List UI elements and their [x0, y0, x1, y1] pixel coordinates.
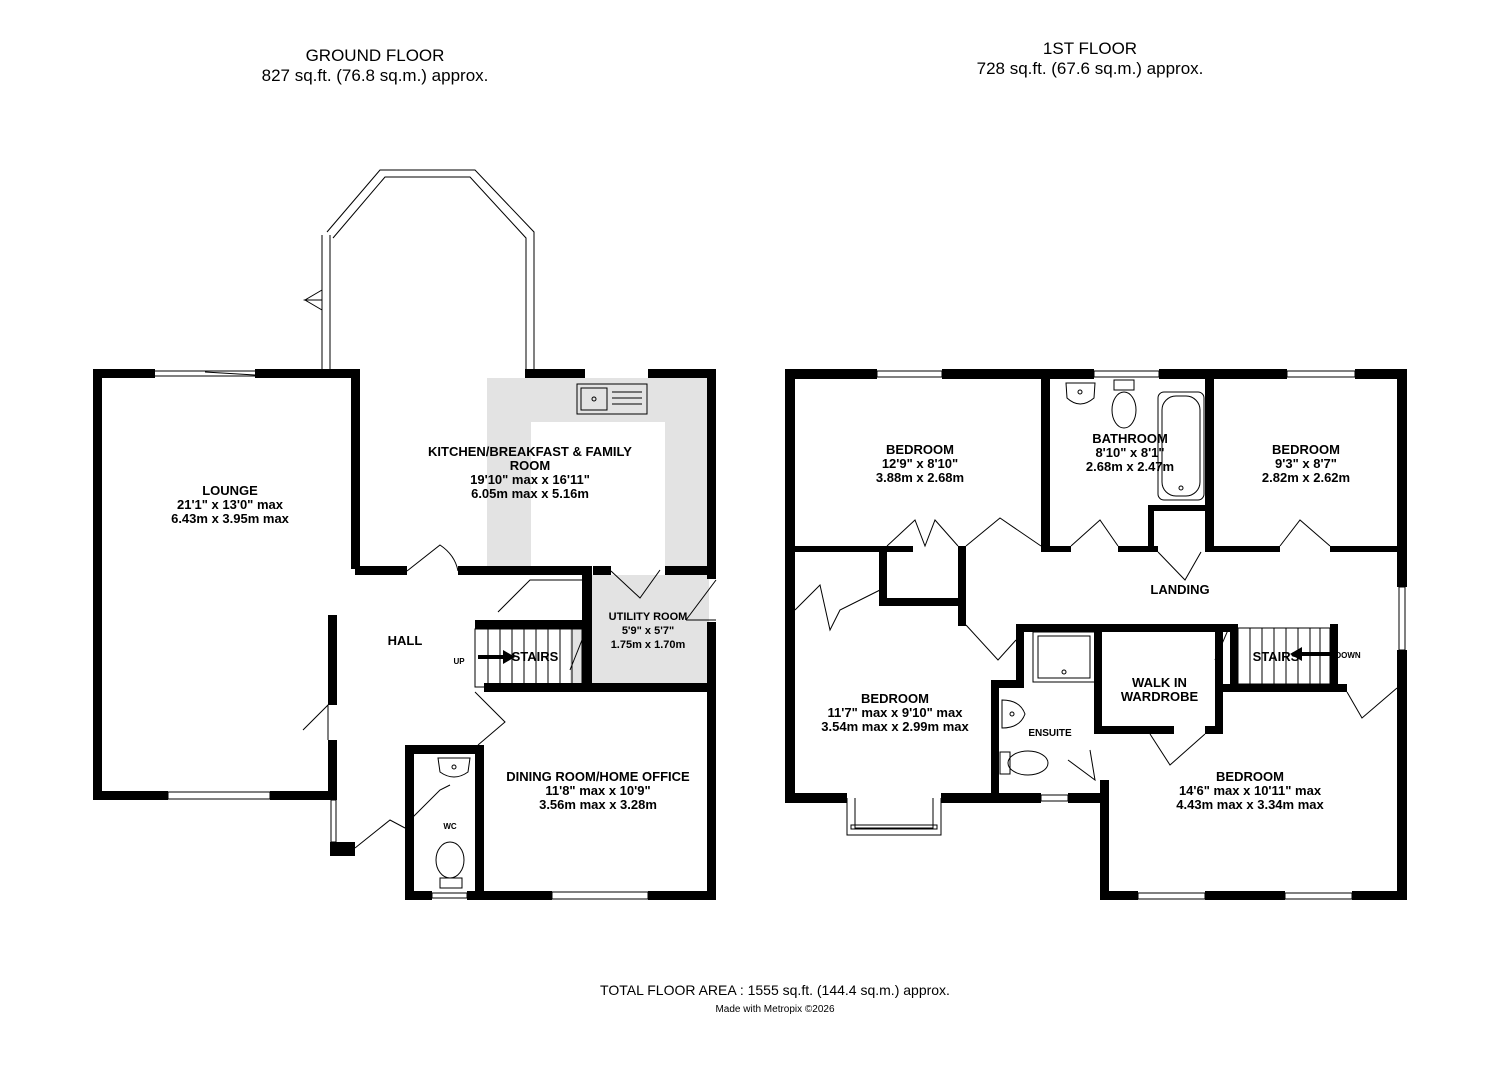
hall-label: HALL — [387, 633, 423, 648]
lounge-label: LOUNGE 21'1" x 13'0" max 6.43m x 3.95m m… — [171, 483, 289, 526]
kitchen-label: KITCHEN/BREAKFAST & FAMILY ROOM 19'10" m… — [428, 444, 632, 501]
bathroom-label: BATHROOM 8'10" x 8'1" 2.68m x 2.47m — [1085, 431, 1175, 474]
first-floor-title: 1ST FLOOR — [1042, 39, 1138, 58]
stairs-arrow-up — [478, 650, 515, 664]
walkin-wardrobe-label: WALK IN WARDROBE — [1120, 675, 1199, 704]
ground-floor-area: 827 sq.ft. (76.8 sq.m.) approx. — [261, 66, 489, 85]
ground-floor-header: GROUND FLOOR 827 sq.ft. (76.8 sq.m.) app… — [240, 46, 510, 86]
bedroom-c-label: BEDROOM 11'7" max x 9'10" max 3.54m max … — [821, 691, 969, 734]
stairs-arrow-down — [1290, 647, 1330, 661]
first-stairs-label: STAIRS — [1252, 649, 1300, 664]
utility-label: UTILITY ROOM 5'9" x 5'7" 1.75m x 1.70m — [608, 611, 688, 651]
ground-floor-fittings — [155, 169, 717, 900]
first-floor-walls — [785, 369, 1407, 900]
ground-stairs-label: STAIRS — [511, 649, 559, 664]
stairs-down-label: DOWN — [1335, 651, 1361, 660]
ensuite-label: ENSUITE — [1028, 728, 1072, 739]
bedroom-b-label: BEDROOM 9'3" x 8'7" 2.82m x 2.62m — [1261, 442, 1351, 485]
ground-floor-title: GROUND FLOOR — [305, 46, 445, 65]
dining-label: DINING ROOM/HOME OFFICE 11'8" max x 10'9… — [506, 769, 690, 812]
total-floor-area: TOTAL FLOOR AREA : 1555 sq.ft. (144.4 sq… — [600, 982, 950, 998]
landing-label: LANDING — [1150, 582, 1210, 597]
bedroom-d-label: BEDROOM 14'6" max x 10'11" max 4.43m max… — [1176, 769, 1324, 812]
first-floor-header: 1ST FLOOR 728 sq.ft. (67.6 sq.m.) approx… — [950, 39, 1230, 79]
first-floor-fittings — [794, 370, 1406, 900]
stairs-up-label: UP — [453, 657, 465, 666]
first-floor-area: 728 sq.ft. (67.6 sq.m.) approx. — [976, 59, 1204, 78]
wc-label: WC — [443, 822, 457, 831]
bedroom-a-label: BEDROOM 12'9" x 8'10" 3.88m x 2.68m — [875, 442, 965, 485]
metropix-credit: Made with Metropix ©2026 — [715, 1004, 835, 1015]
ground-floor-walls — [93, 369, 716, 900]
